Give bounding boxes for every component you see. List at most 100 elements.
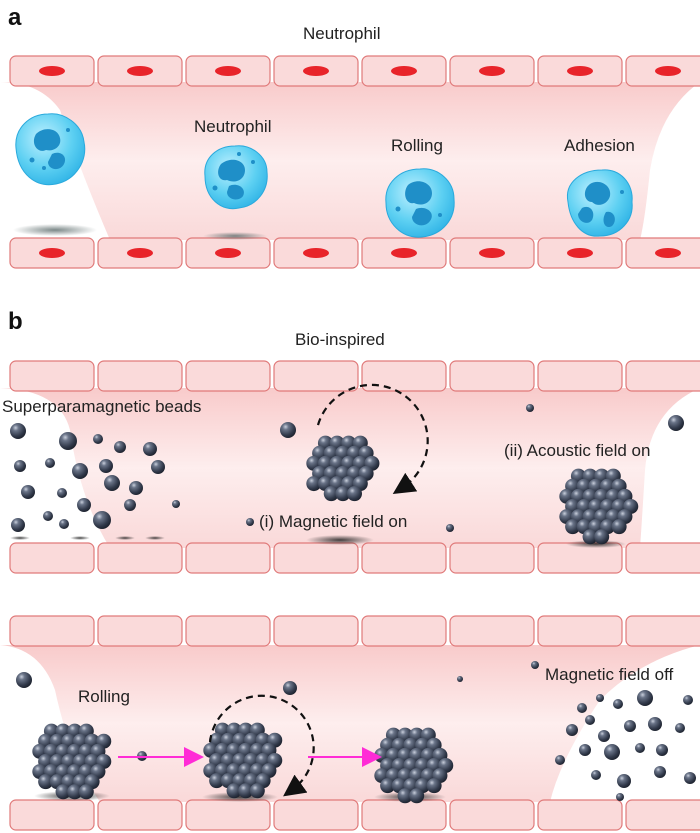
bead-icon — [566, 724, 578, 736]
endothelial-cell-icon — [9, 237, 95, 269]
bead-icon — [380, 778, 396, 794]
endothelial-cell-icon — [537, 360, 623, 392]
lumen-edge-right-a — [640, 82, 700, 240]
bead-icon — [72, 463, 88, 479]
bead-icon — [683, 695, 693, 705]
magnetic-off-label: Magnetic field off — [545, 665, 674, 684]
bead-icon — [635, 743, 645, 753]
bead-icon — [565, 519, 581, 535]
bead-icon — [43, 511, 53, 521]
endothelial-cell-icon — [97, 542, 183, 574]
magnetic-on-label: (i) Magnetic field on — [259, 512, 408, 531]
endothelial-cell-icon — [185, 615, 271, 647]
endothelial-cell-icon — [9, 615, 95, 647]
bead-icon — [59, 432, 77, 450]
endothelial-cell-icon — [273, 542, 359, 574]
bead-icon — [591, 770, 601, 780]
neutrophil-icon — [385, 168, 455, 238]
bead-icon — [151, 460, 165, 474]
endothelial-row-top-b1 — [9, 360, 700, 392]
bead-icon — [226, 783, 242, 799]
bead-icon — [531, 661, 539, 669]
bead-icon — [77, 498, 91, 512]
endothelial-cell-icon — [449, 542, 535, 574]
endothelial-cell-icon — [361, 237, 447, 269]
panel-letter-b: b — [8, 308, 23, 335]
acoustic-on-label: (ii) Acoustic field on — [504, 441, 651, 460]
endothelial-cell-icon — [185, 55, 271, 87]
endothelial-row-top-b2 — [9, 615, 700, 647]
neutrophil-icon — [566, 169, 633, 237]
endothelial-cell-icon — [537, 55, 623, 87]
neutrophil-icon — [204, 145, 268, 210]
endothelial-cell-icon — [9, 799, 95, 831]
endothelial-cell-icon — [625, 360, 700, 392]
adhesion-label: Adhesion — [564, 136, 635, 155]
endothelial-cell-icon — [361, 542, 447, 574]
panel-b-title: Bio-inspired — [295, 330, 385, 349]
endothelial-cell-icon — [185, 799, 271, 831]
bead-icon — [306, 476, 322, 492]
endothelial-cell-icon — [97, 360, 183, 392]
bead-icon — [577, 703, 587, 713]
bead-icon — [283, 681, 297, 695]
vessel-lumen-b2 — [0, 645, 700, 802]
bead-icon — [582, 529, 598, 545]
endothelial-cell-icon — [185, 360, 271, 392]
bead-icon — [654, 766, 666, 778]
cluster-shadow — [306, 535, 374, 545]
bead-icon — [249, 783, 265, 799]
bead-icon — [397, 788, 413, 804]
bead-icon — [668, 415, 684, 431]
bead-icon — [604, 744, 620, 760]
panel-a-title: Neutrophil — [303, 24, 381, 43]
endothelial-cell-icon — [449, 237, 535, 269]
endothelial-cell-icon — [185, 237, 271, 269]
bead-cluster-icon — [306, 435, 380, 502]
endothelial-cell-icon — [9, 542, 95, 574]
endothelial-cell-icon — [449, 799, 535, 831]
bead-icon — [14, 460, 26, 472]
rotation-arrow-icon — [316, 383, 429, 494]
endothelial-cell-icon — [449, 55, 535, 87]
bead-icon — [648, 717, 662, 731]
bead-icon — [57, 488, 67, 498]
endothelial-cell-icon — [361, 615, 447, 647]
endothelial-cell-icon — [273, 237, 359, 269]
bead-icon — [611, 519, 627, 535]
beads-label: Superparamagnetic beads — [2, 397, 202, 416]
bead-icon — [21, 485, 35, 499]
neutrophil-icon — [15, 113, 86, 186]
lumen-edge-right-b1 — [640, 388, 700, 548]
bead-icon — [656, 744, 668, 756]
endothelial-cell-icon — [361, 360, 447, 392]
neutrophil-label: Neutrophil — [194, 117, 272, 136]
endothelial-row-bottom-b2 — [9, 799, 700, 831]
endothelial-cell-icon — [537, 237, 623, 269]
bead-layer — [10, 404, 696, 804]
bead-icon — [409, 788, 425, 804]
bead-icon — [675, 723, 685, 733]
endothelial-row-top-a — [9, 55, 700, 87]
bead-icon — [209, 773, 225, 789]
bead-shadow — [115, 536, 135, 540]
endothelial-cell-icon — [625, 799, 700, 831]
endothelial-cell-icon — [537, 799, 623, 831]
endothelial-cell-icon — [97, 55, 183, 87]
endothelial-cell-icon — [625, 542, 700, 574]
bead-icon — [579, 744, 591, 756]
bead-icon — [129, 481, 143, 495]
bead-icon — [93, 511, 111, 529]
neutrophil-shadow — [203, 232, 267, 240]
bead-icon — [526, 404, 534, 412]
endothelial-cell-icon — [9, 360, 95, 392]
bead-icon — [78, 784, 94, 800]
bead-icon — [16, 672, 32, 688]
endothelial-cell-icon — [9, 55, 95, 87]
bead-icon — [613, 699, 623, 709]
endothelial-cell-icon — [361, 55, 447, 87]
bead-shadow — [70, 536, 90, 540]
rotation-arrow-icon — [208, 694, 315, 797]
endothelial-cell-icon — [273, 55, 359, 87]
rolling-label-b: Rolling — [78, 687, 130, 706]
